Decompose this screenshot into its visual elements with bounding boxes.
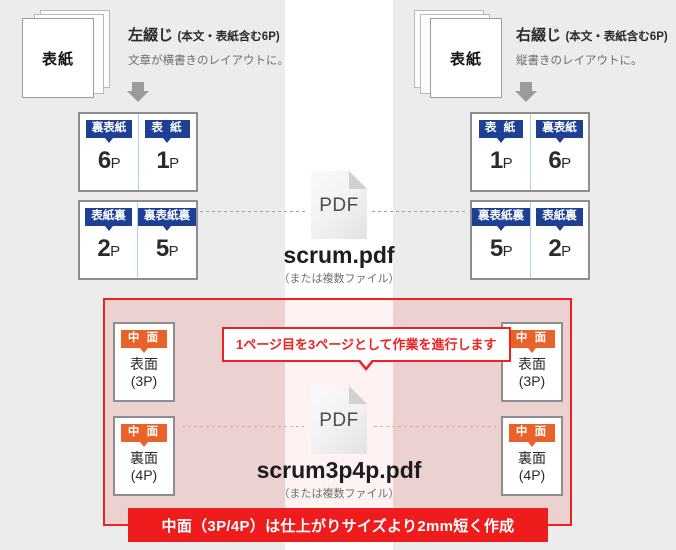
pdf-file-icon: PDF xyxy=(311,386,367,454)
right-heading-description: 縦書きのレイアウトに。 xyxy=(516,55,643,67)
cover-pdf-file: PDF scrum.pdf （または複数ファイル） xyxy=(251,171,427,286)
page-tag: 裏表紙裏 xyxy=(138,208,196,231)
left-down-arrow-icon xyxy=(127,82,149,102)
page-number: 1P xyxy=(156,146,179,174)
bottom-warning-text: 中面（3P/4P）は仕上がりサイズより2mm短く作成 xyxy=(161,517,515,535)
page-number: 5P xyxy=(155,234,179,262)
left-heading: 左綴じ (本文・表紙含む6P) xyxy=(128,24,280,45)
inner-page-side: 表面 (3P) xyxy=(130,355,158,390)
spread-page: 表 紙 1P xyxy=(138,114,196,190)
right-inner-page-front: 中 面 表面 (3P) xyxy=(501,322,563,402)
spread-page: 裏表紙裏 5P xyxy=(137,202,196,278)
right-inner-page-back: 中 面 裏面 (4P) xyxy=(501,416,563,496)
inner-page-side: 表面 (3P) xyxy=(518,355,546,390)
right-heading: 右綴じ (本文・表紙含む6P) xyxy=(516,24,668,45)
right-heading-main: 右綴じ xyxy=(516,27,562,44)
inner-pdf-file: PDF scrum3p4p.pdf （または複数ファイル） xyxy=(239,386,439,501)
process-callout-text: 1ページ目を3ページとして作業を進行します xyxy=(236,337,497,352)
cover-pdf-filename: scrum.pdf xyxy=(283,242,395,268)
page-number: 5P xyxy=(489,234,513,262)
right-heading-sub: (本文・表紙含む6P) xyxy=(565,31,668,43)
booklet-front-cover: 表紙 xyxy=(430,18,502,98)
connector-left-cover xyxy=(200,211,306,212)
left-booklet-illustration: 表紙 xyxy=(22,10,114,98)
bottom-warning-banner: 中面（3P/4P）は仕上がりサイズより2mm短く作成 xyxy=(128,508,548,542)
left-spread-inner-cover: 表紙裏 2P 裏表紙裏 5P xyxy=(78,200,198,280)
page-tag: 裏表紙 xyxy=(536,120,583,143)
left-heading-description: 文章が横書きのレイアウトに。 xyxy=(128,55,289,67)
booklet-front-cover: 表紙 xyxy=(22,18,94,98)
page-number: 6P xyxy=(548,146,571,174)
spread-page: 表紙裏 2P xyxy=(80,202,137,278)
page-tag: 表 紙 xyxy=(478,120,524,143)
page-number: 6P xyxy=(97,146,121,174)
inner-page-side: 裏面 (4P) xyxy=(130,449,158,484)
connector-right-inner xyxy=(374,426,496,427)
page-number: 2P xyxy=(97,234,120,262)
right-spread-outer: 表 紙 1P 裏表紙 6P xyxy=(470,112,590,192)
inner-pdf-note: （または複数ファイル） xyxy=(278,488,400,500)
pdf-file-icon: PDF xyxy=(311,171,367,239)
connector-left-inner xyxy=(182,426,304,427)
spread-page: 裏表紙裏 5P xyxy=(472,202,530,278)
inner-page-tag: 中 面 xyxy=(508,330,556,353)
inner-page-tag: 中 面 xyxy=(508,424,556,447)
page-number: 2P xyxy=(548,234,571,262)
spread-page: 裏表紙 6P xyxy=(80,114,138,190)
left-heading-sub: (本文・表紙含む6P) xyxy=(177,31,280,43)
left-book-cover-label: 表紙 xyxy=(41,50,74,68)
right-down-arrow-icon xyxy=(515,82,537,102)
left-inner-page-front: 中 面 表面 (3P) xyxy=(113,322,175,402)
process-callout: 1ページ目を3ページとして作業を進行します xyxy=(222,327,511,371)
page-number: 1P xyxy=(489,146,513,174)
page-tag: 裏表紙 xyxy=(85,120,133,143)
page-tag: 裏表紙裏 xyxy=(472,208,530,231)
spread-page: 表紙裏 2P xyxy=(530,202,588,278)
page-tag: 表 紙 xyxy=(145,120,190,143)
left-spread-outer: 裏表紙 6P 表 紙 1P xyxy=(78,112,198,192)
right-spread-inner-cover: 裏表紙裏 5P 表紙裏 2P xyxy=(470,200,590,280)
right-booklet-illustration: 表紙 xyxy=(410,10,502,98)
inner-page-tag: 中 面 xyxy=(120,424,168,447)
cover-pdf-note: （または複数ファイル） xyxy=(278,273,400,285)
inner-page-tag: 中 面 xyxy=(120,330,168,353)
left-heading-main: 左綴じ xyxy=(128,27,174,44)
connector-right-cover xyxy=(372,211,468,212)
inner-pdf-filename: scrum3p4p.pdf xyxy=(256,457,422,483)
left-inner-page-back: 中 面 裏面 (4P) xyxy=(113,416,175,496)
spread-page: 裏表紙 6P xyxy=(530,114,588,190)
spread-page: 表 紙 1P xyxy=(472,114,530,190)
page-tag: 表紙裏 xyxy=(85,208,132,231)
right-book-cover-label: 表紙 xyxy=(449,50,482,68)
page-tag: 表紙裏 xyxy=(536,208,583,231)
inner-page-side: 裏面 (4P) xyxy=(518,449,546,484)
pdf-icon-label: PDF xyxy=(319,410,359,431)
pdf-icon-label: PDF xyxy=(319,195,359,216)
